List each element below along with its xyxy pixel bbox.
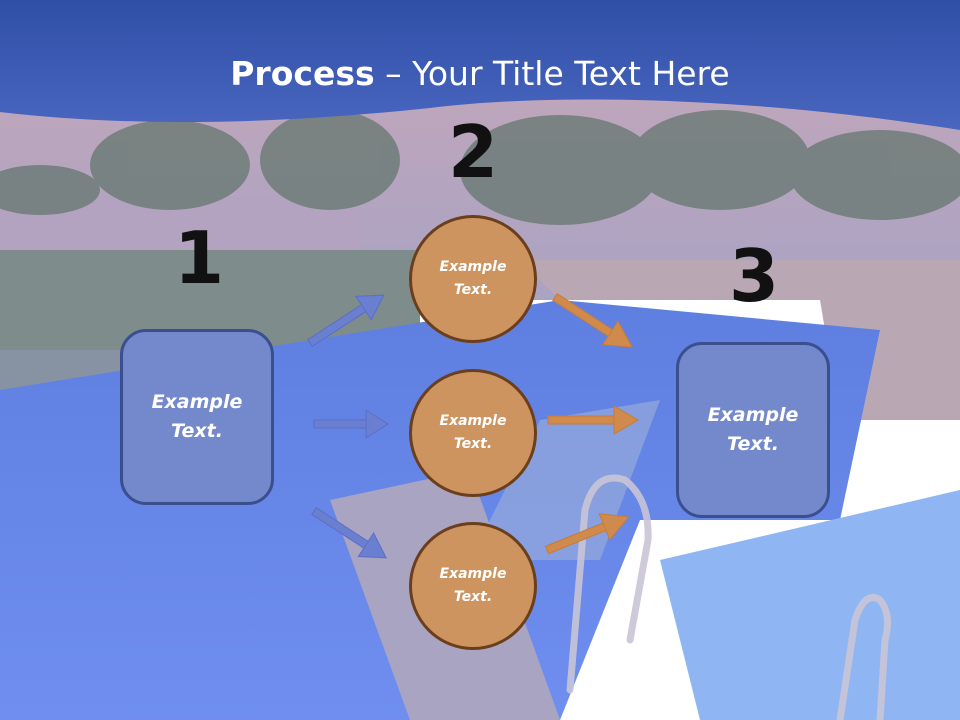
arrow-orange-right	[547, 405, 639, 435]
circle-middle: Example Text.	[409, 369, 537, 497]
arrow-blue-right	[313, 409, 389, 439]
circle-top: Example Text.	[409, 215, 537, 343]
arrow-orange-down	[552, 292, 634, 348]
step-number-2: 2	[447, 110, 499, 194]
arrow-blue-down	[311, 506, 387, 559]
circle-middle-text: Example Text.	[439, 413, 507, 452]
arrow-orange-up	[544, 513, 630, 555]
slide-title: Process – Your Title Text Here	[0, 52, 960, 96]
circle-bottom: Example Text.	[409, 522, 537, 650]
circle-top-text: Example Text.	[439, 259, 507, 298]
end-box: Example Text.	[676, 342, 830, 518]
start-box: Example Text.	[120, 329, 274, 505]
arrow-blue-up	[307, 294, 385, 348]
start-box-text: Example Text.	[151, 391, 243, 442]
title-rest: – Your Title Text Here	[374, 54, 730, 93]
end-box-text: Example Text.	[707, 404, 799, 455]
step-number-1: 1	[173, 216, 225, 300]
title-bold: Process	[230, 54, 375, 93]
step-number-3: 3	[728, 234, 780, 318]
circle-bottom-text: Example Text.	[439, 566, 507, 605]
